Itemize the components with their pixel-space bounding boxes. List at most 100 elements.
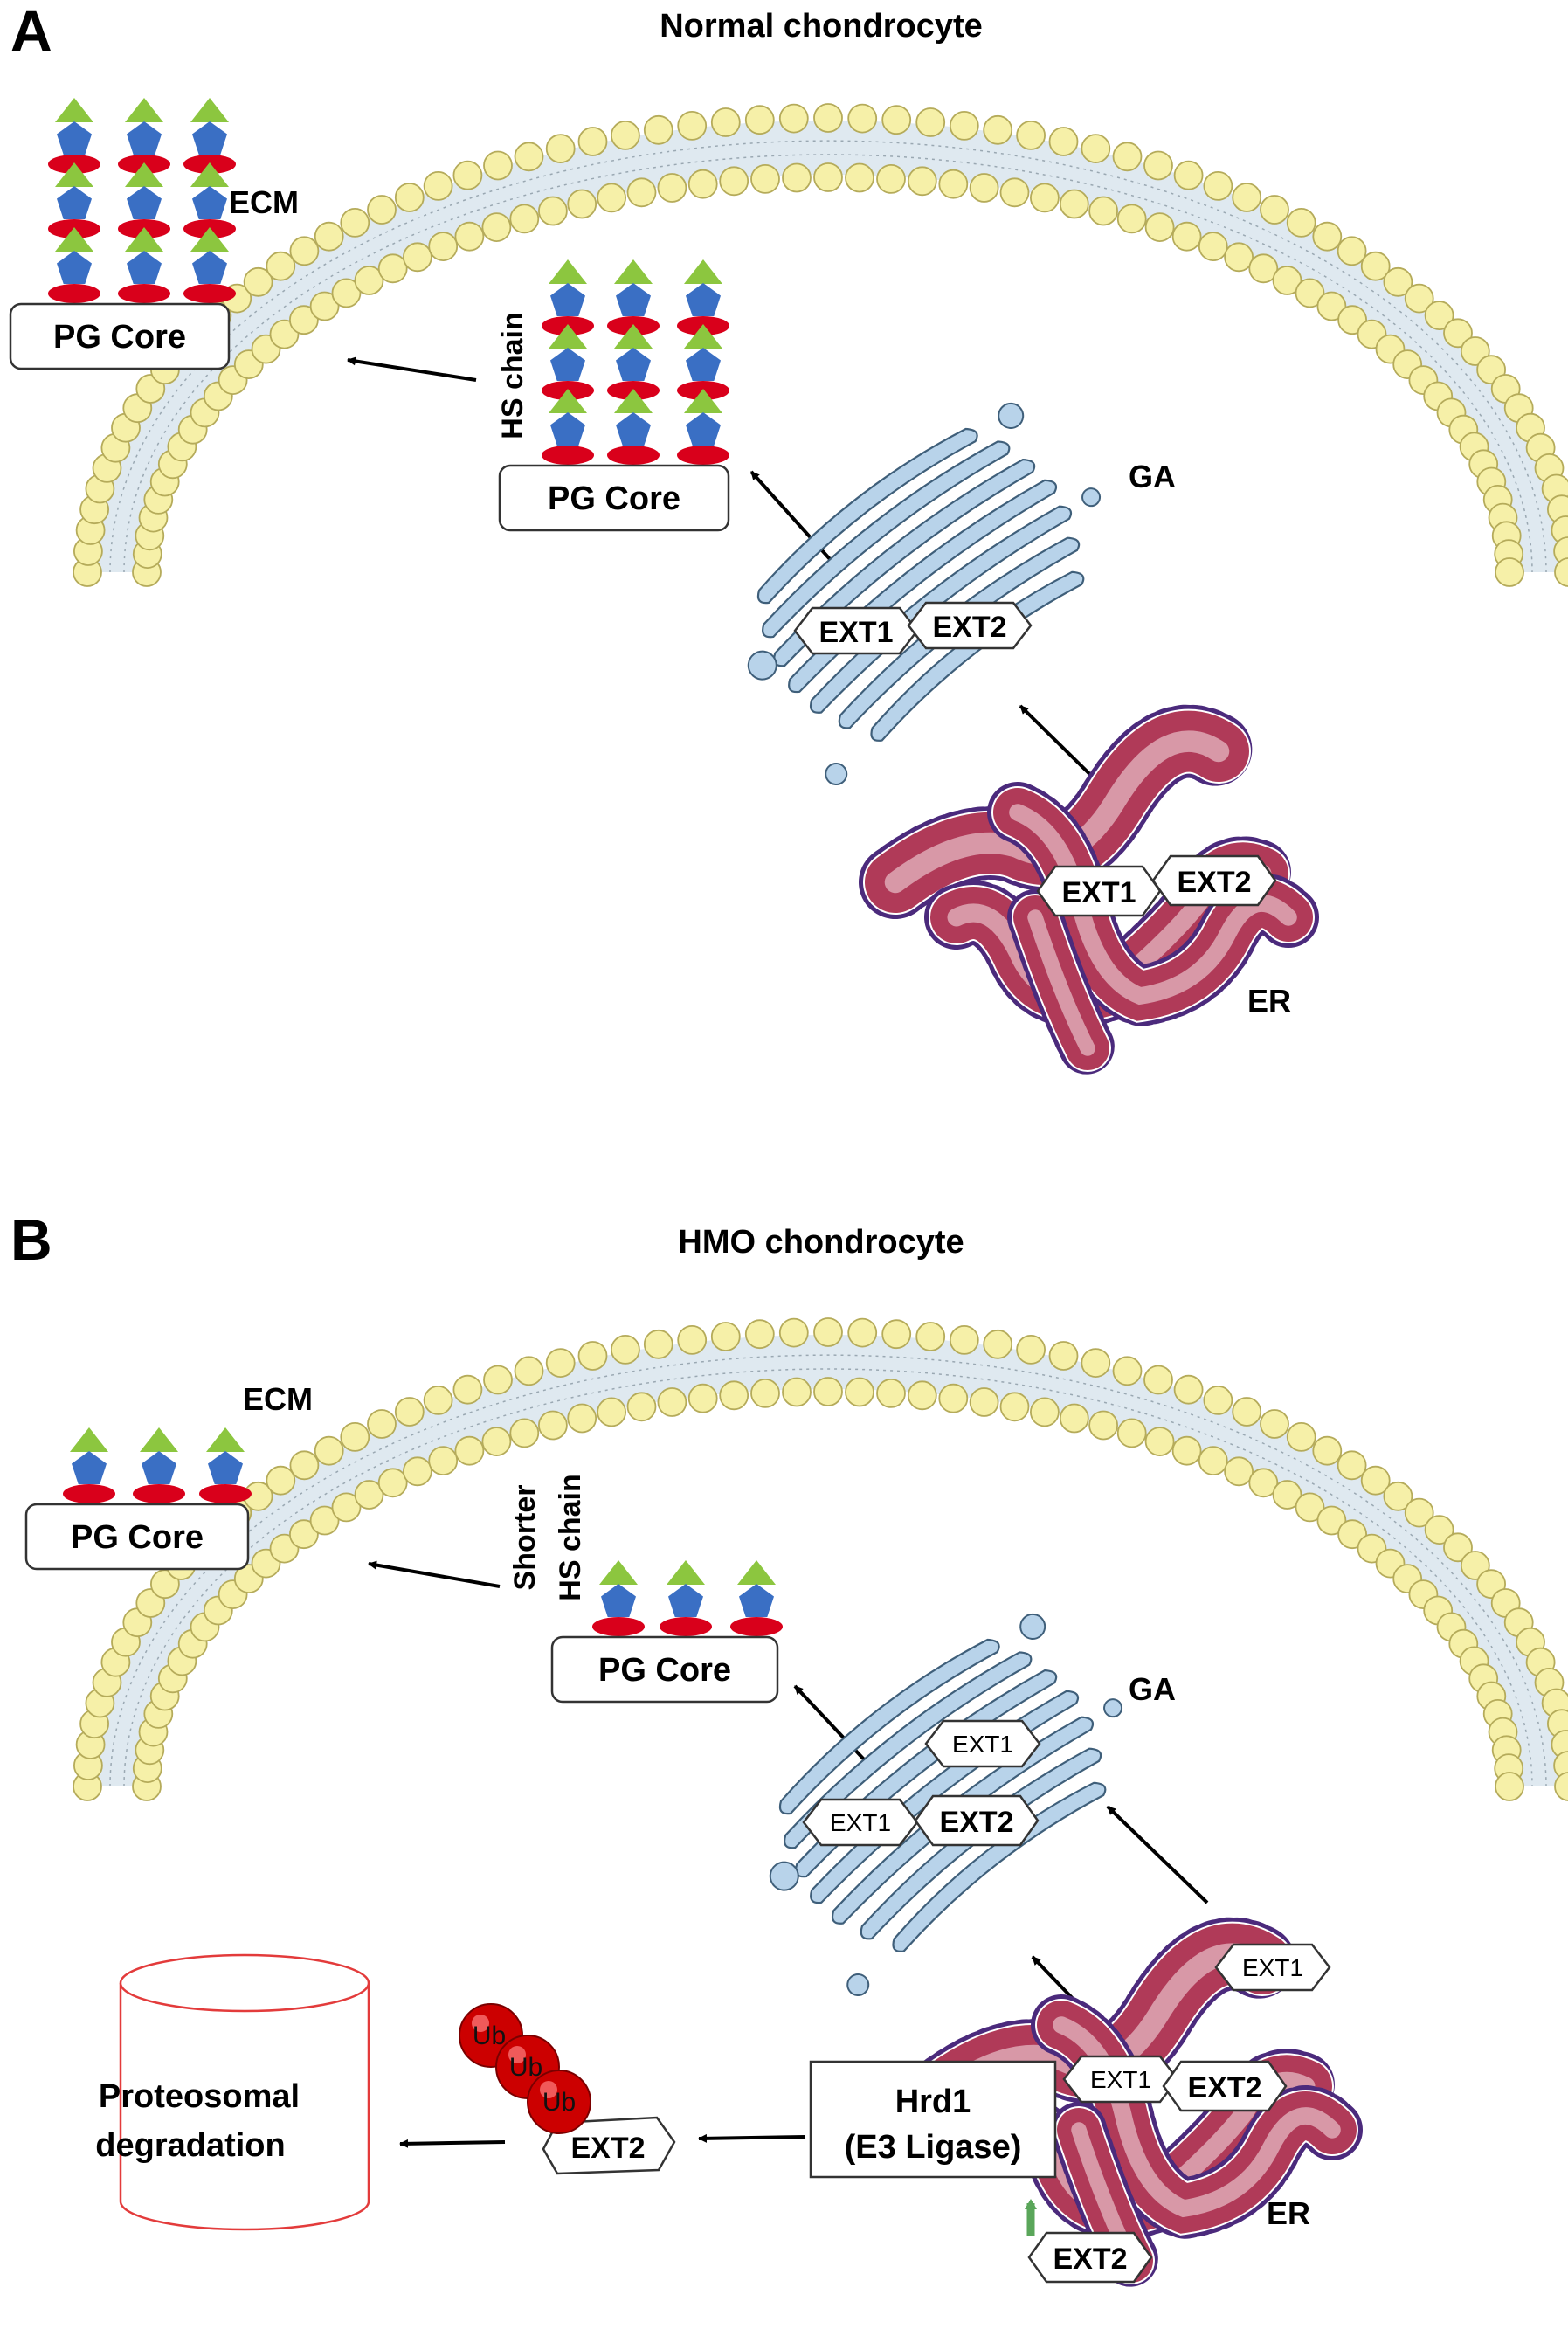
lipid-head — [597, 183, 626, 213]
glcnac-triangle — [190, 162, 229, 187]
lipid-head — [394, 1397, 425, 1427]
lipid-head — [1198, 232, 1228, 262]
lipid-head — [481, 1427, 512, 1456]
ext1-golgi-a: EXT1 — [793, 606, 919, 655]
lipid-head — [1203, 1386, 1233, 1415]
hs-chain-outer-a — [48, 98, 236, 303]
lipid-head — [514, 142, 544, 172]
glcnac-triangle — [70, 1427, 108, 1452]
lipid-head — [309, 1505, 340, 1536]
pg-core-inner-a — [498, 464, 730, 532]
lipid-head — [1173, 160, 1204, 190]
ga-label-a: GA — [1129, 459, 1176, 494]
glca-pentagon — [127, 121, 162, 155]
golgi-vesicle — [1103, 1698, 1123, 1718]
sulfate-oval — [677, 446, 729, 465]
lipid-head — [949, 1325, 979, 1355]
lipid-head — [509, 204, 540, 234]
lipid-head — [626, 177, 657, 208]
lipid-head — [1383, 1481, 1413, 1511]
glca-pentagon — [72, 1451, 107, 1484]
lipid-head — [452, 1374, 483, 1405]
lipid-head — [577, 1341, 608, 1371]
lipid-head — [677, 110, 708, 141]
lipid-head — [309, 291, 340, 321]
lipid-head — [288, 305, 319, 335]
hrd1-box — [809, 2060, 1057, 2179]
lipid-head — [1272, 1480, 1302, 1510]
lipid-head — [1554, 557, 1568, 587]
lipid-head — [402, 242, 432, 273]
lipid-head — [483, 1365, 513, 1395]
hrd1-sublabel: (E3 Ligase) — [845, 2129, 1022, 2166]
lipid-head — [567, 189, 597, 219]
golgi-cisterna — [778, 1638, 1000, 1815]
lipid-head — [1312, 1435, 1343, 1466]
golgi-vesicle — [769, 1861, 799, 1891]
golgi-cisterna — [809, 505, 1073, 714]
ext2-golgi-a: EXT2 — [907, 601, 1033, 650]
glca-pentagon — [686, 348, 721, 381]
arrow-inner-to-outer-b — [368, 1560, 501, 1588]
degraded-ext2-label: EXT2 — [570, 2132, 645, 2165]
sulfate-oval — [542, 446, 594, 465]
lipid-head — [1316, 291, 1347, 321]
ext2-er-a-label: EXT2 — [1177, 866, 1251, 899]
lipid-head — [1232, 1397, 1262, 1427]
ext1-golgi-b-left: EXT1 — [802, 1798, 919, 1847]
panel-b-letter: B — [10, 1207, 52, 1272]
glca-pentagon — [616, 412, 651, 446]
golgi-vesicle — [825, 762, 848, 785]
lipid-head — [1360, 251, 1391, 281]
lipid-head — [1295, 278, 1325, 308]
pg-core-outer-b — [24, 1503, 250, 1571]
lipid-head — [1360, 1465, 1391, 1496]
lipid-head — [354, 1480, 384, 1510]
er-label-a: ER — [1247, 983, 1291, 1019]
glcnac-triangle — [190, 98, 229, 122]
lipid-head — [813, 162, 843, 192]
lipid-head — [1495, 557, 1524, 587]
lipid-head — [1171, 221, 1202, 252]
lipid-head — [847, 103, 878, 134]
lipid-head — [969, 1387, 999, 1417]
lipid-head — [1143, 1365, 1173, 1395]
pg-core-outer-a — [9, 302, 231, 370]
glcnac-triangle — [55, 98, 93, 122]
glca-pentagon — [739, 1584, 774, 1617]
lipid-head — [377, 253, 408, 284]
lipid-head — [1248, 1468, 1279, 1498]
golgi-vesicle — [747, 650, 777, 681]
sulfate-oval — [118, 284, 170, 303]
lipid-head — [481, 212, 512, 243]
lipid-head — [778, 1317, 809, 1348]
lipid-head — [288, 1519, 319, 1550]
proteasome-label-line1: Proteosomal — [99, 2078, 300, 2115]
glcnac-triangle — [737, 1560, 776, 1585]
ext2-er-b-mid-label: EXT2 — [1187, 2071, 1261, 2104]
lipid-head — [1424, 1515, 1454, 1545]
glcnac-triangle — [667, 1560, 705, 1585]
lipid-head — [1030, 183, 1060, 213]
cell-membrane-a — [73, 103, 1568, 587]
glca-pentagon — [550, 348, 585, 381]
lipid-head — [1443, 318, 1473, 349]
golgi-cisterna — [762, 440, 1011, 639]
lipid-head — [1116, 1418, 1147, 1448]
hs-chain-inner-a — [542, 259, 729, 465]
glca-pentagon — [601, 1584, 636, 1617]
panel-a-title: Normal chondrocyte — [660, 8, 983, 45]
golgi-vesicle — [1081, 487, 1102, 508]
lipid-head — [1316, 1505, 1347, 1536]
lipid-head — [750, 1379, 780, 1408]
lipid-head — [677, 1325, 708, 1355]
lipid-head — [813, 1377, 843, 1406]
glcnac-triangle — [125, 162, 163, 187]
hs-chain-label-b-line1: Shorter — [508, 1485, 542, 1591]
ext1-er-a-label: EXT1 — [1061, 876, 1136, 909]
glca-pentagon — [192, 186, 227, 219]
lipid-head — [1088, 196, 1118, 226]
lipid-head — [1059, 1403, 1089, 1434]
golgi-vesicle — [846, 1973, 870, 1996]
lipid-head — [1048, 1341, 1079, 1371]
